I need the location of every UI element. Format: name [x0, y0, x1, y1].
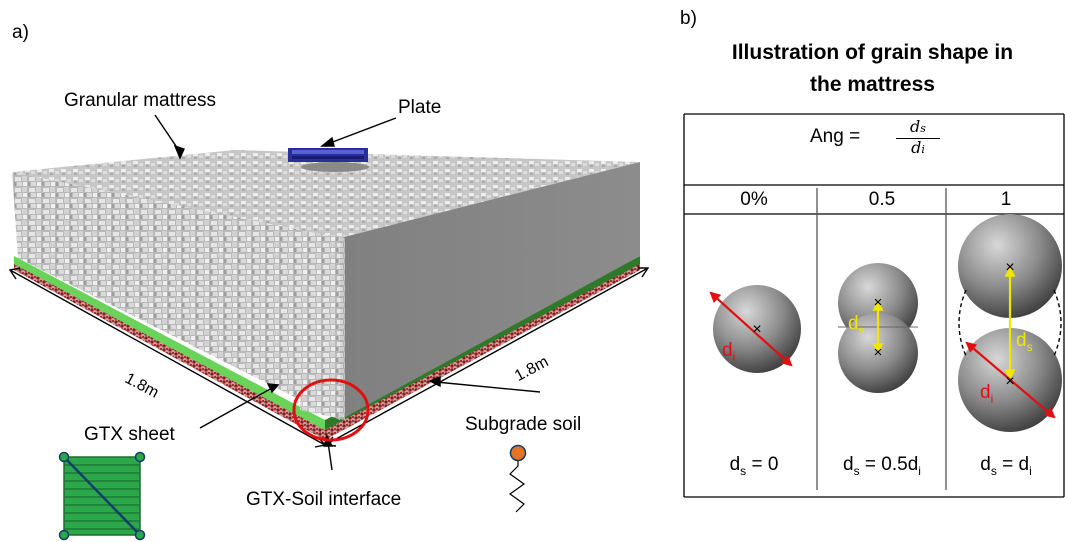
formula-fraction: ds di: [896, 118, 940, 159]
subgrade-soil-spring-icon: [508, 444, 527, 513]
sphere-ang-1: × ×: [958, 214, 1062, 432]
pointer-arrows: [154, 114, 541, 471]
panel-b: b) Illustration of grain shape in the ma…: [680, 0, 1065, 542]
ds-label-col2: ds: [848, 313, 865, 337]
svg-text:×: ×: [1005, 259, 1014, 276]
svg-text:×: ×: [1005, 373, 1014, 390]
grain-shape-table: × × × × ×: [683, 113, 1065, 498]
equation-col3: ds = di: [980, 454, 1032, 478]
di-label-col1: di: [722, 340, 736, 364]
table-borders: [683, 113, 1065, 498]
mattress-edge-band: [298, 230, 345, 420]
label-subgrade-soil: Subgrade soil: [465, 414, 582, 435]
panel-b-title-line2: the mattress: [810, 73, 935, 96]
formula-prefix: Ang =: [810, 126, 861, 147]
ang-formula: Ang =: [810, 125, 860, 149]
panel-a-letter: a): [12, 22, 29, 43]
mattress-left-face: [12, 172, 340, 420]
mattress-right-face: [340, 162, 640, 420]
svg-text:×: ×: [752, 321, 761, 338]
formula-denominator: di: [911, 138, 925, 157]
svg-text:×: ×: [874, 294, 883, 311]
column-header-1: 0.5: [868, 189, 896, 210]
column-header-0: 0%: [740, 189, 768, 210]
column-dividers: [816, 188, 947, 490]
label-gtx-soil-interface: GTX-Soil interface: [246, 489, 402, 510]
gtx-sheet-left: [14, 256, 325, 430]
mattress-top-face: [12, 150, 640, 238]
panel-a: a): [8, 22, 650, 541]
sphere-ang-0-5: × ×: [838, 263, 918, 393]
equation-col1: ds = 0: [729, 454, 779, 478]
label-granular-mattress: Granular mattress: [64, 90, 217, 111]
equation-col2: ds = 0.5di: [843, 454, 921, 478]
panel-b-letter: b): [680, 8, 697, 29]
label-gtx-sheet: GTX sheet: [84, 424, 175, 445]
ds-label-col3: ds: [1016, 330, 1033, 354]
granular-mattress-model: [8, 114, 650, 541]
panel-b-title-line1: Illustration of grain shape in: [731, 41, 1014, 64]
di-label-col3: di: [980, 382, 994, 406]
formula-numerator: ds: [896, 118, 940, 139]
label-plate: Plate: [398, 97, 442, 118]
gtx-sheet-icon: [58, 451, 146, 541]
sphere-ang-0: ×: [709, 285, 801, 373]
dimension-lines: [8, 267, 650, 448]
column-header-2: 1: [1000, 189, 1012, 210]
gtx-sheet-right: [325, 256, 640, 430]
interface-highlight-circle: [292, 378, 370, 442]
svg-text:×: ×: [874, 344, 883, 361]
plate: [288, 148, 369, 172]
